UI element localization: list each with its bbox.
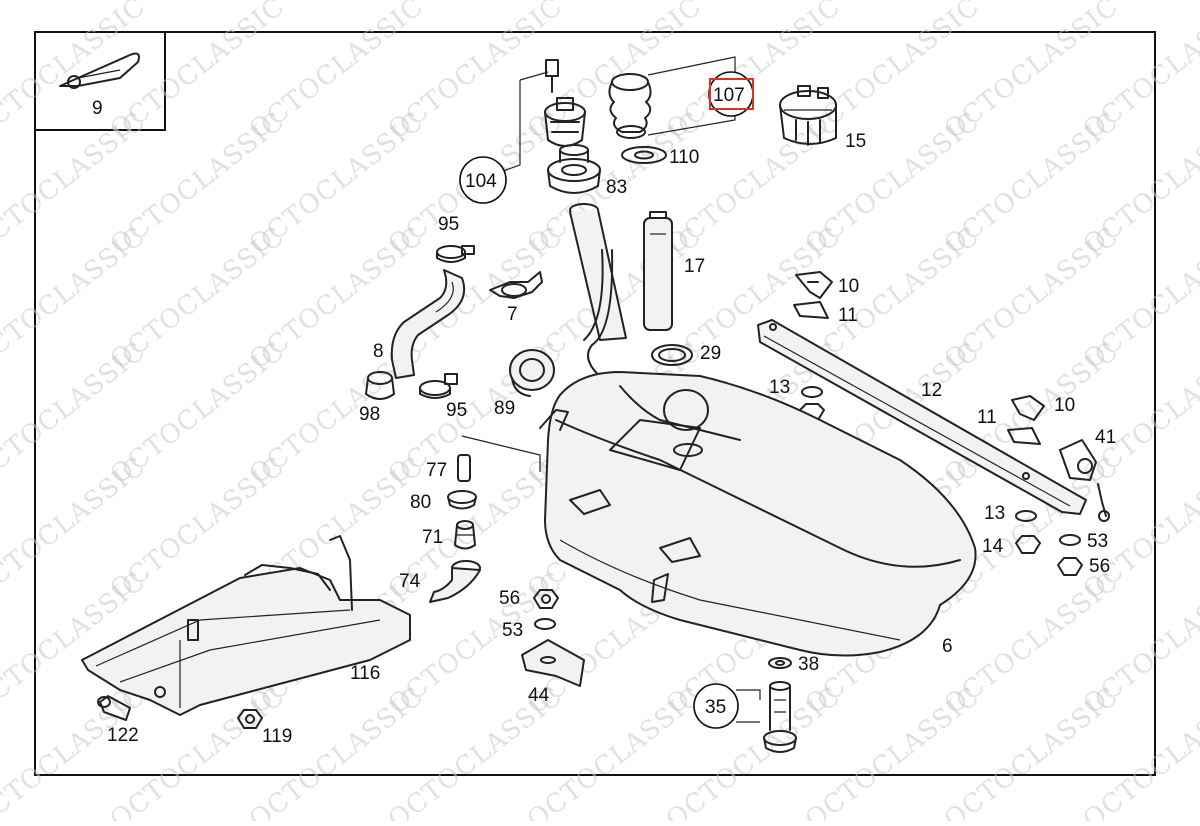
part-119-nut: [237, 709, 263, 729]
part-77-tube: [457, 454, 471, 482]
part-56-nut-center: [533, 589, 559, 609]
part-80-clamp: [447, 490, 477, 510]
part-53-washer-right: [1059, 534, 1081, 546]
highlight-box-107: [709, 78, 754, 110]
part-71-valve: [454, 520, 476, 550]
label-107: 107: [713, 85, 745, 106]
label-83: 83: [606, 177, 627, 198]
part-95-clamp-lower: [419, 373, 458, 399]
part-10-clip-upper: [795, 271, 833, 299]
part-15-sender-unit: [779, 85, 837, 146]
part-38-washer: [768, 657, 792, 669]
label-7: 7: [507, 304, 518, 325]
part-83-seal: [547, 144, 601, 194]
part-110-gasket: [621, 146, 667, 164]
part-11-clip-upper: [793, 301, 829, 319]
part-filler-neck: [569, 203, 627, 381]
label-122: 122: [107, 725, 139, 746]
part-8-hose: [390, 269, 466, 379]
part-41-bracket: [1059, 439, 1110, 522]
label-77: 77: [426, 460, 447, 481]
label-74: 74: [399, 571, 421, 592]
label-41: 41: [1095, 427, 1116, 448]
label-35: 35: [705, 697, 726, 718]
label-11-right: 11: [977, 407, 997, 428]
label-110: 110: [669, 147, 699, 168]
part-9-cable-tie: [59, 52, 140, 89]
label-95-lower: 95: [446, 400, 467, 421]
label-53-right: 53: [1087, 531, 1108, 552]
label-10-upper: 10: [838, 276, 859, 297]
label-119: 119: [262, 726, 292, 747]
label-89: 89: [494, 398, 515, 419]
part-29-gasket: [651, 344, 693, 366]
label-10-right: 10: [1054, 395, 1075, 416]
part-107-filler-boot: [608, 56, 736, 139]
part-7-bracket: [489, 271, 543, 299]
part-35-drain-plug: [736, 681, 797, 753]
part-6-fuel-tank: [539, 371, 977, 657]
label-116: 116: [350, 663, 380, 684]
part-89-grommet: [509, 349, 555, 397]
part-14-nut-right: [1015, 535, 1041, 554]
label-14-right: 14: [982, 536, 1004, 557]
part-44-bracket: [521, 639, 585, 687]
label-71: 71: [422, 527, 443, 548]
label-95-upper: 95: [438, 214, 459, 235]
part-98-grommet: [365, 371, 395, 400]
label-104: 104: [465, 171, 497, 192]
part-116-heat-shield: [81, 535, 411, 716]
label-53-center: 53: [502, 620, 523, 641]
label-13-right: 13: [984, 503, 1005, 524]
part-10-clip-right: [1011, 395, 1045, 421]
label-56-center: 56: [499, 588, 520, 609]
label-9: 9: [92, 98, 103, 119]
label-98: 98: [359, 404, 380, 425]
label-44: 44: [528, 685, 550, 706]
label-6: 6: [942, 636, 953, 657]
part-leader-77: [461, 435, 541, 472]
label-38: 38: [798, 654, 819, 675]
label-56-right: 56: [1089, 556, 1110, 577]
callout-circle-35: [693, 683, 739, 729]
part-13-washer-upper: [801, 386, 823, 398]
callout-circle-104: [459, 156, 507, 204]
part-56-nut-right: [1057, 557, 1083, 576]
label-80: 80: [410, 492, 431, 513]
label-12: 12: [921, 380, 942, 401]
label-15: 15: [845, 131, 866, 152]
label-17: 17: [684, 256, 705, 277]
part-17-pipe: [643, 211, 673, 331]
part-122-bumper: [97, 695, 131, 721]
part-13-washer-right: [1015, 510, 1037, 522]
part-95-clamp-upper: [436, 245, 475, 263]
label-29: 29: [700, 343, 721, 364]
diagram-frame: [34, 31, 1156, 776]
label-8: 8: [373, 341, 384, 362]
part-74-hose: [429, 560, 481, 603]
label-11-upper: 11: [838, 305, 858, 326]
part-11-clip-right: [1007, 427, 1041, 445]
part-53-washer-center: [534, 618, 556, 630]
label-13-upper: 13: [769, 377, 790, 398]
part-12-strap: [757, 319, 1087, 515]
inset-box-9: [34, 31, 166, 131]
